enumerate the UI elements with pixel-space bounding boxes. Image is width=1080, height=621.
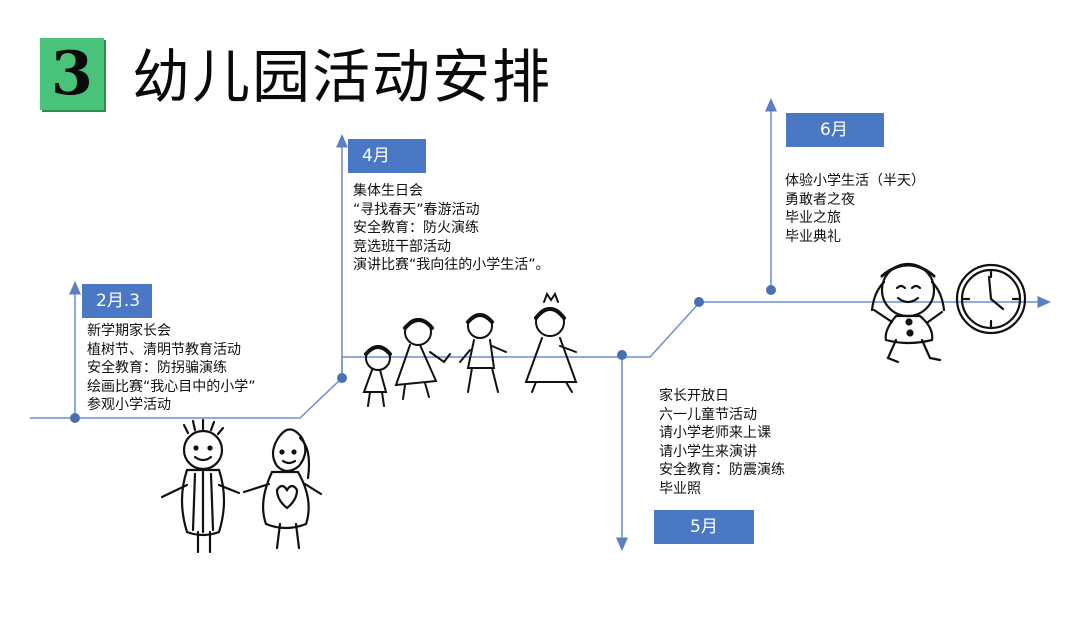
month-label-may: 5月 [654,510,754,544]
list-item: 竞选班干部活动 [353,238,451,255]
activity-list-may: 家长开放日 六一儿童节活动 请小学老师来上课 请小学生来演讲 安全教育：防震演练… [659,387,785,498]
list-item: 家长开放日 [659,388,729,404]
list-item: “寻找春天”春游活动 [353,201,480,218]
section-number-badge: 3 [40,38,104,110]
timeline-dot [617,350,627,360]
list-item: 演讲比赛“我向往的小学生活”。 [353,257,550,273]
activity-list-jun: 体验小学生活（半天） 勇敢者之夜 毕业之旅 毕业典礼 [785,172,925,246]
list-item: 新学期家长会 [87,323,171,339]
list-item: 毕业照 [659,480,701,497]
list-item: 毕业典礼 [785,228,841,245]
month-label-feb-mar: 2月.3月 [82,284,152,345]
kids-group-doodle [362,291,578,407]
list-item: 毕业之旅 [785,210,841,226]
list-item: 植树节、清明节教育活动 [87,341,241,358]
timeline-dot [694,297,704,307]
list-item: 安全教育：防震演练 [659,462,785,478]
activity-list-feb-mar: 新学期家长会 植树节、清明节教育活动 安全教育：防拐骗演练 绘画比赛“我心目中的… [87,322,256,415]
list-item: 六一儿童节活动 [659,406,757,423]
list-item: 安全教育：防拐骗演练 [87,360,227,376]
list-item: 绘画比赛“我心目中的小学” [87,378,256,395]
timeline-dot [766,285,776,295]
month-label-jun: 6月 [786,113,884,147]
list-item: 请小学老师来上课 [659,425,771,441]
section-number: 3 [51,39,93,109]
list-item: 集体生日会 [353,183,423,199]
page-title: 幼儿园活动安排 [132,43,553,111]
list-item: 安全教育：防火演练 [353,220,479,236]
activity-list-apr: 集体生日会 “寻找春天”春游活动 安全教育：防火演练 竞选班干部活动 演讲比赛“… [353,182,550,275]
timeline-dot [70,413,80,423]
list-item: 请小学生来演讲 [659,443,757,460]
list-item: 体验小学生活（半天） [785,173,925,189]
timeline-dot [337,373,347,383]
children-doodle [160,418,323,554]
month-label-apr: 4月 [348,139,426,173]
list-item: 参观小学活动 [87,397,171,413]
list-item: 勇敢者之夜 [785,191,855,208]
girl-and-clock-doodle [870,262,1027,364]
